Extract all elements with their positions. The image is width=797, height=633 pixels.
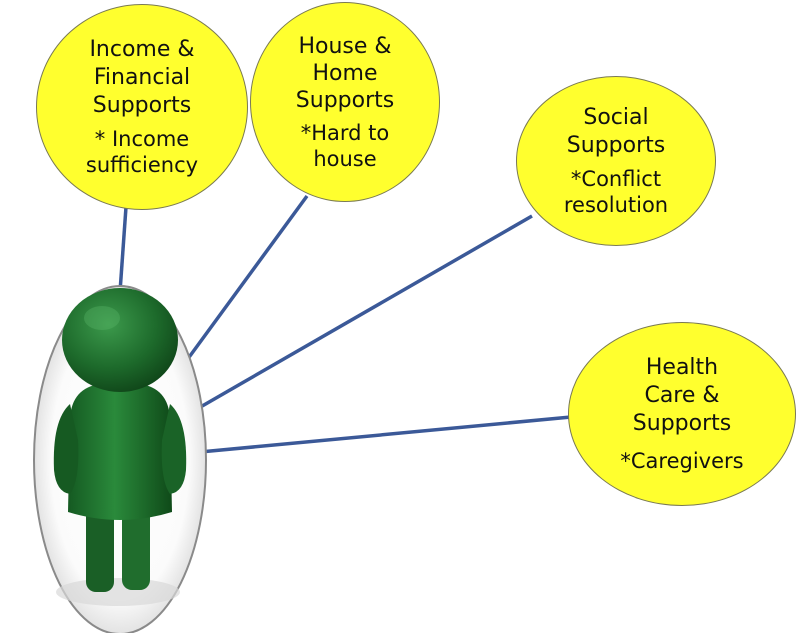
bubble-title-line: Supports [92,93,192,118]
bubble-title-line: Home [312,60,378,86]
social-supports-bubble: Social Supports *Conflict resolution [516,76,716,246]
bubble-detail: *Hard to house [301,120,390,172]
health-care-supports-bubble: Health Care & Supports *Caregivers [568,322,796,506]
bubble-title-line: Financial [93,65,191,90]
bubble-detail: * Income sufficiency [86,126,198,178]
bubble-detail: *Conflict resolution [564,166,668,218]
bubble-title-line: Supports [632,411,732,436]
bubble-title-line: Income & [89,37,195,62]
bubble-title-line: Social [583,105,649,130]
connector-house [185,194,309,362]
connector-social [196,214,533,411]
bubble-detail-line: house [313,146,377,171]
bubble-title-line: Health [645,355,719,380]
person-figure-icon [53,288,187,606]
bubble-detail-line: *Conflict [570,167,662,191]
connector-health [199,415,572,454]
bubble-detail: *Caregivers [620,448,743,474]
bubble-title-line: House & [298,33,392,59]
bubble-title-line: Supports [566,133,666,158]
bubble-detail-line: *Caregivers [620,449,744,473]
bubble-detail-line: * Income [94,127,190,151]
bubble-title-line: Care & [644,383,720,408]
house-home-supports-bubble: House & Home Supports *Hard to house [250,2,440,202]
connector-income [118,206,128,293]
bubble-detail-line: resolution [563,193,669,217]
bubble-detail-line: sufficiency [85,153,199,177]
bubble-detail-line: *Hard to [300,120,390,145]
bubble-title-line: Supports [295,87,395,113]
income-financial-supports-bubble: Income & Financial Supports * Income suf… [36,4,248,210]
